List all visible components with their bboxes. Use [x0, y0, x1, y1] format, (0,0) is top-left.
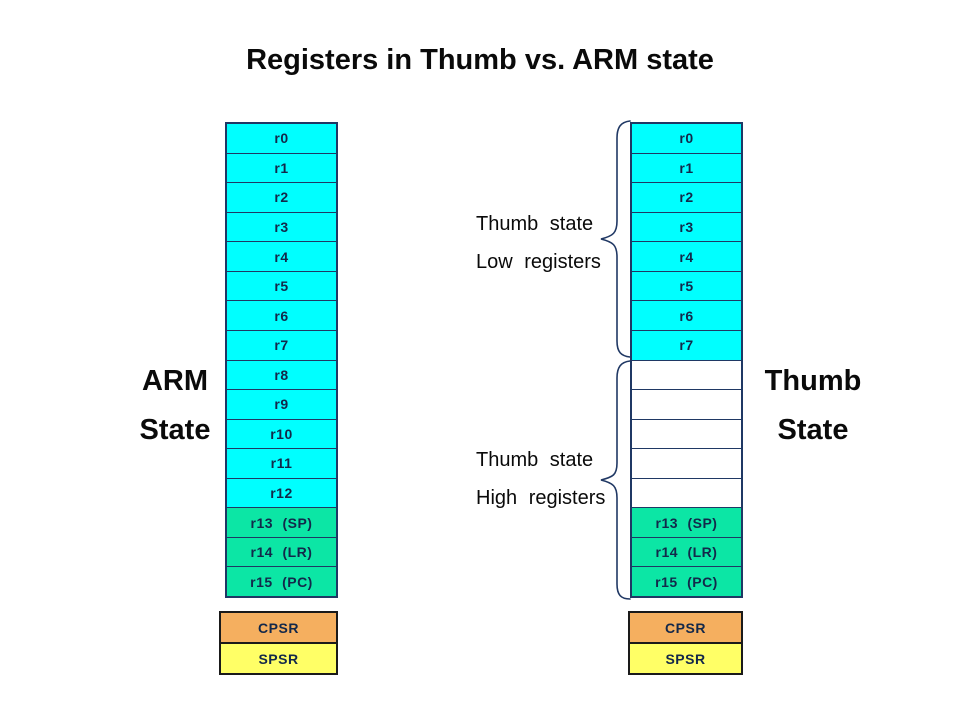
register-cell-r4: r4 — [227, 242, 336, 272]
thumb-low-annotation-line2: Low registers — [476, 251, 601, 273]
thumb-state-label-line2: State — [777, 414, 849, 446]
register-cell-r3: r3 — [227, 212, 336, 243]
register-cell-r5: r5 — [632, 271, 741, 302]
thumb-low-registers-annotation: Thumb state Low registers — [476, 212, 626, 274]
register-cell-r0: r0 — [632, 124, 741, 154]
register-cell-r12: r12 — [227, 478, 336, 509]
register-cell-empty — [632, 419, 741, 450]
register-cell-r15-pc: r15 (PC) — [632, 567, 741, 596]
register-cell-r3: r3 — [632, 212, 741, 243]
register-cell-r1: r1 — [632, 153, 741, 184]
register-cell-r9: r9 — [227, 390, 336, 420]
arm-state-label-line2: State — [139, 414, 211, 446]
register-cell-r5: r5 — [227, 271, 336, 302]
register-cell-r7: r7 — [632, 330, 741, 361]
register-cell-r11: r11 — [227, 449, 336, 479]
register-cell-r2: r2 — [632, 183, 741, 213]
thumb-status-registers-box: CPSR SPSR — [628, 611, 743, 675]
thumb-low-annotation-line1: Thumb state — [476, 213, 594, 235]
register-cell-r14-lr: r14 (LR) — [632, 537, 741, 568]
register-cell-r10: r10 — [227, 419, 336, 450]
register-cell-r6: r6 — [227, 301, 336, 331]
thumb-high-registers-annotation: Thumb state High registers — [476, 448, 626, 510]
page-title: Registers in Thumb vs. ARM state — [246, 44, 714, 76]
thumb-state-label: Thumb State — [758, 364, 868, 447]
arm-state-label-line1: ARM — [141, 365, 209, 397]
arm-cpsr-cell: CPSR — [221, 613, 336, 642]
arm-status-registers-box: CPSR SPSR — [219, 611, 338, 675]
thumb-state-label-line1: Thumb — [764, 365, 862, 397]
register-cell-r14-lr: r14 (LR) — [227, 537, 336, 568]
thumb-spsr-cell: SPSR — [630, 642, 741, 673]
thumb-high-annotation-line1: Thumb state — [476, 449, 594, 471]
register-cell-r13-sp: r13 (SP) — [632, 508, 741, 538]
thumb-cpsr-cell: CPSR — [630, 613, 741, 642]
register-cell-empty — [632, 449, 741, 479]
register-cell-r1: r1 — [227, 153, 336, 184]
register-cell-r13-sp: r13 (SP) — [227, 508, 336, 538]
register-cell-empty — [632, 360, 741, 391]
register-cell-r6: r6 — [632, 301, 741, 331]
register-cell-empty — [632, 478, 741, 509]
register-cell-r4: r4 — [632, 242, 741, 272]
register-cell-empty — [632, 390, 741, 420]
register-cell-r0: r0 — [227, 124, 336, 154]
register-cell-r8: r8 — [227, 360, 336, 391]
arm-spsr-cell: SPSR — [221, 642, 336, 673]
arm-state-label: ARM State — [120, 364, 230, 447]
register-cell-r15-pc: r15 (PC) — [227, 567, 336, 596]
register-cell-r7: r7 — [227, 330, 336, 361]
thumb-high-annotation-line2: High registers — [476, 487, 606, 509]
register-cell-r2: r2 — [227, 183, 336, 213]
